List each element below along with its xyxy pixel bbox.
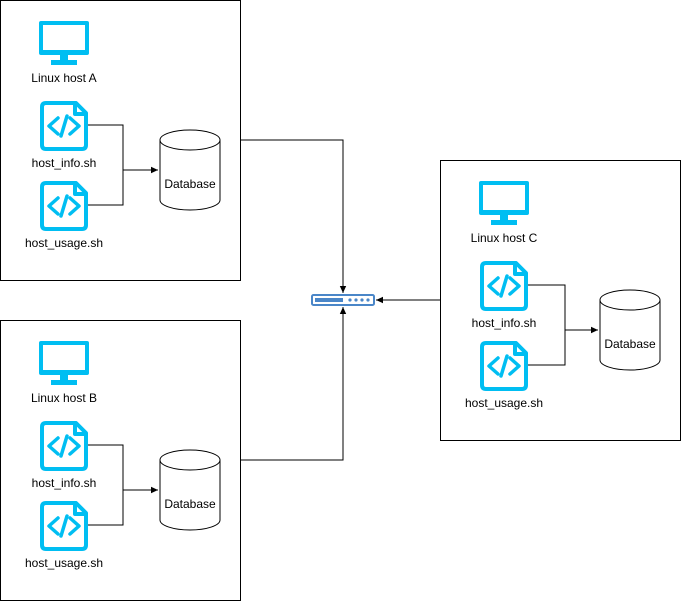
host-c-database bbox=[599, 289, 661, 371]
host-b-script1-icon bbox=[40, 421, 88, 471]
host-a-script2-icon bbox=[40, 181, 88, 231]
host-c-script-connector bbox=[528, 284, 598, 366]
host-a-database-label: Database bbox=[164, 177, 216, 191]
host-c-database-label: Database bbox=[604, 337, 656, 351]
host-b-script2-label: host_usage.sh bbox=[25, 556, 103, 570]
host-c-script2-icon bbox=[480, 341, 528, 391]
host-a-name: Linux host A bbox=[31, 71, 96, 85]
host-b-script2-icon bbox=[40, 501, 88, 551]
host-b-group: Linux host B host_info.sh host_usage.sh … bbox=[0, 320, 241, 601]
host-c-group: Linux host C host_info.sh host_usage.sh … bbox=[440, 160, 681, 441]
host-b-database-label: Database bbox=[164, 497, 216, 511]
host-a-to-switch-link bbox=[241, 139, 347, 293]
host-b-to-switch-link bbox=[241, 307, 347, 461]
host-a-script1-icon bbox=[40, 101, 88, 151]
host-a-script-connector bbox=[88, 124, 158, 206]
host-a-group: Linux host A host_info.sh host_usage.sh … bbox=[0, 0, 241, 281]
host-c-script1-icon bbox=[480, 261, 528, 311]
network-switch-icon bbox=[311, 294, 375, 306]
host-b-script1-label: host_info.sh bbox=[32, 476, 97, 490]
host-a-database bbox=[159, 129, 221, 211]
host-b-script-connector bbox=[88, 444, 158, 526]
host-c-script1-label: host_info.sh bbox=[472, 316, 537, 330]
host-b-database bbox=[159, 449, 221, 531]
host-c-name: Linux host C bbox=[471, 231, 538, 245]
host-a-script2-label: host_usage.sh bbox=[25, 236, 103, 250]
host-c-script2-label: host_usage.sh bbox=[465, 396, 543, 410]
host-a-script1-label: host_info.sh bbox=[32, 156, 97, 170]
host-b-name: Linux host B bbox=[31, 391, 97, 405]
